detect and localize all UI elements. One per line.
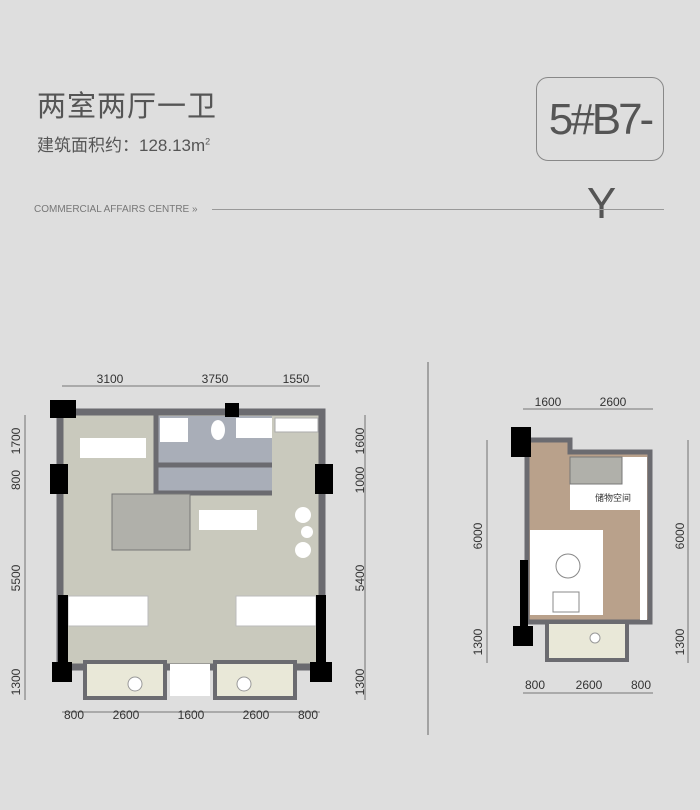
- columns: [50, 400, 333, 682]
- dim-left-1: 1700: [9, 427, 23, 454]
- brand-divider: [212, 209, 664, 210]
- desk: [199, 510, 257, 530]
- upper-dim-bottom-1: 800: [525, 678, 545, 692]
- layout-title: 两室两厅一卫: [37, 91, 218, 123]
- shower: [160, 418, 188, 442]
- dim-top-3: 1550: [283, 372, 310, 386]
- dim-right-3: 5400: [353, 564, 367, 591]
- upper-dim-right-1: 6000: [673, 522, 687, 549]
- cabinet: [274, 417, 319, 433]
- work-table-right: [235, 595, 317, 627]
- toilet-icon: [211, 420, 225, 440]
- dim-right-2: 1000: [353, 466, 367, 493]
- dining-table: [80, 438, 146, 458]
- work-table-left: [67, 595, 149, 627]
- dim-bottom-2: 2600: [113, 708, 140, 722]
- dim-bottom-4: 2600: [243, 708, 270, 722]
- entry: [170, 664, 210, 696]
- unit-code-badge: 5#B7-Y: [536, 77, 664, 228]
- lower-floor-plan: 3100 3750 1550 1700 800 5500 1300 1600 1…: [9, 372, 367, 722]
- brand-text: COMMERCIAL AFFAIRS CENTRE »: [34, 204, 198, 215]
- upper-dimension-lines: [486, 408, 689, 694]
- upper-staircase: [569, 456, 623, 485]
- dim-bottom-5: 800: [298, 708, 318, 722]
- balcony-left: [83, 660, 167, 700]
- sink: [236, 418, 272, 438]
- dim-right-4: 1300: [353, 668, 367, 695]
- upper-dim-bottom-2: 2600: [576, 678, 603, 692]
- upper-dim-left-1: 6000: [471, 522, 485, 549]
- balcony-right: [213, 660, 297, 700]
- dimension-lines: [24, 385, 366, 713]
- upper-dim-bottom-3: 800: [631, 678, 651, 692]
- upper-floor-plan: 储物空间 1600 2600 6000 1300 6000 1300 800 2…: [471, 395, 689, 694]
- area-superscript: 2: [205, 136, 211, 147]
- upper-columns: [511, 427, 533, 646]
- dim-top-1: 3100: [97, 372, 124, 386]
- upper-balcony: [545, 620, 629, 662]
- dim-bottom-3: 1600: [178, 708, 205, 722]
- dim-top-2: 3750: [202, 372, 229, 386]
- upper-dim-top-1: 1600: [535, 395, 562, 409]
- dim-left-4: 1300: [9, 668, 23, 695]
- staircase: [111, 493, 191, 551]
- floor-area-text: 建筑面积约：128.13m: [37, 136, 206, 155]
- dim-left-3: 5500: [9, 564, 23, 591]
- dim-right-1: 1600: [353, 427, 367, 454]
- upper-dim-left-2: 1300: [471, 628, 485, 655]
- dim-left-2: 800: [9, 470, 23, 490]
- dim-bottom-1: 800: [64, 708, 84, 722]
- upper-dim-right-2: 1300: [673, 628, 687, 655]
- storage-label: 储物空间: [595, 492, 631, 503]
- floor-area: 建筑面积约：128.13m2: [37, 131, 210, 156]
- upper-dim-top-2: 2600: [600, 395, 627, 409]
